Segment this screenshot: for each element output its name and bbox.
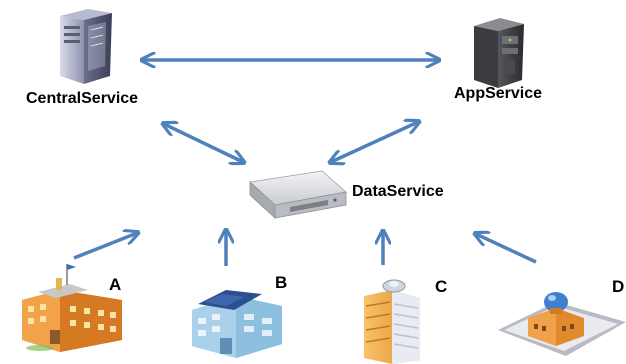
- site-a-building-icon: [22, 264, 122, 352]
- arrow-a-data: [73, 233, 137, 260]
- site-a-label: A: [109, 275, 122, 294]
- site-b-building-icon: [192, 290, 282, 358]
- site-c-label: C: [435, 277, 448, 296]
- data-server-icon: [249, 170, 347, 219]
- site-c-building-icon: [364, 279, 420, 364]
- app-service-label: AppService: [454, 85, 543, 102]
- site-b-label: B: [275, 273, 288, 292]
- central-server-icon: [60, 9, 112, 84]
- arrow-d-data: [476, 234, 537, 264]
- site-d-building-icon: [498, 292, 626, 356]
- arrow-app-data: [331, 122, 418, 162]
- app-server-icon: [474, 18, 524, 88]
- central-service-label: CentralService: [26, 90, 139, 107]
- arrow-central-data: [164, 124, 243, 162]
- site-d-label: D: [612, 277, 625, 296]
- data-service-label: DataService: [352, 183, 444, 200]
